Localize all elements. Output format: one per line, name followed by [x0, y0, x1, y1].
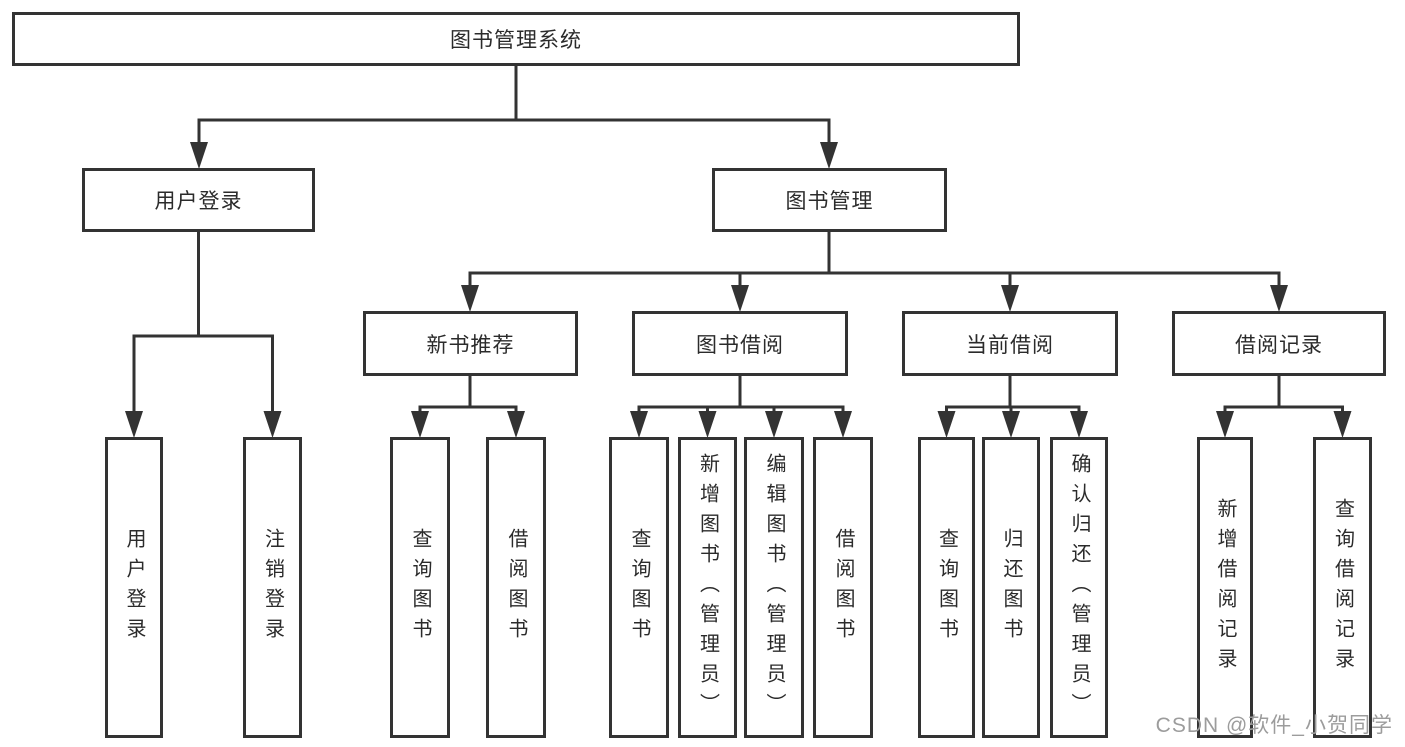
connector-newbooks-to-leaves	[411, 376, 525, 438]
leaf-add-borrow-record: 新增借阅记录	[1197, 437, 1253, 738]
leaf-newbooks-query-books: 查询图书	[390, 437, 450, 738]
node-user-login: 用户登录	[82, 168, 315, 232]
leaf-current-query-books: 查询图书	[918, 437, 975, 738]
connector-root-to-level2	[190, 66, 838, 169]
leaf-edit-books-admin: 编辑图书（管理员）	[744, 437, 804, 738]
connector-bookborrow-to-leaves	[630, 376, 852, 438]
leaf-borrow-query-books: 查询图书	[609, 437, 669, 738]
node-new-book-recommend-label: 新书推荐	[426, 333, 515, 357]
leaf-add-books-admin: 新增图书（管理员）	[678, 437, 737, 738]
leaf-add-books-admin-label: 新增图书（管理员）	[696, 452, 719, 723]
leaf-confirm-return-admin: 确认归还（管理员）	[1050, 437, 1108, 738]
leaf-confirm-return-admin-label: 确认归还（管理员）	[1068, 452, 1090, 723]
leaf-return-books: 归还图书	[982, 437, 1040, 738]
node-root-system: 图书管理系统	[12, 12, 1020, 66]
node-book-management: 图书管理	[712, 168, 947, 232]
node-borrowing-records: 借阅记录	[1172, 311, 1386, 376]
leaf-borrow-books: 借阅图书	[813, 437, 873, 738]
node-current-borrowing-label: 当前借阅	[966, 333, 1054, 357]
csdn-watermark: CSDN @软件_小贺同学	[1155, 714, 1393, 737]
node-book-borrowing: 图书借阅	[632, 311, 848, 376]
leaf-user-login-label: 用户登录	[123, 527, 145, 648]
leaf-edit-books-admin-label: 编辑图书（管理员）	[763, 452, 785, 723]
connector-currentborrow-to-leaves	[937, 376, 1088, 438]
leaf-return-books-label: 归还图书	[1000, 527, 1022, 648]
leaf-query-borrow-record-label: 查询借阅记录	[1331, 497, 1354, 678]
node-root-label: 图书管理系统	[450, 29, 582, 52]
leaf-logout: 注销登录	[243, 437, 302, 738]
leaf-user-login: 用户登录	[105, 437, 163, 738]
leaf-add-borrow-record-label: 新增借阅记录	[1214, 497, 1236, 678]
node-current-borrowing: 当前借阅	[902, 311, 1118, 376]
leaf-newbooks-borrow-books-label: 借阅图书	[505, 527, 527, 648]
leaf-borrow-query-books-label: 查询图书	[628, 527, 650, 648]
leaf-newbooks-borrow-books: 借阅图书	[486, 437, 546, 738]
leaf-newbooks-query-books-label: 查询图书	[409, 527, 431, 648]
leaf-current-query-books-label: 查询图书	[935, 527, 958, 648]
node-user-login-label: 用户登录	[154, 190, 243, 213]
leaf-logout-label: 注销登录	[261, 527, 284, 648]
node-borrowing-records-label: 借阅记录	[1235, 333, 1323, 357]
node-book-management-label: 图书管理	[785, 190, 874, 213]
leaf-query-borrow-record: 查询借阅记录	[1313, 437, 1372, 738]
leaf-borrow-books-label: 借阅图书	[832, 527, 854, 648]
connector-borrowrecords-to-leaves	[1216, 376, 1352, 438]
connector-userlogin-to-leaves	[125, 232, 282, 438]
connector-bookmgmt-to-level3	[461, 232, 1288, 312]
node-new-book-recommend: 新书推荐	[363, 311, 578, 376]
node-book-borrowing-label: 图书借阅	[696, 333, 784, 357]
